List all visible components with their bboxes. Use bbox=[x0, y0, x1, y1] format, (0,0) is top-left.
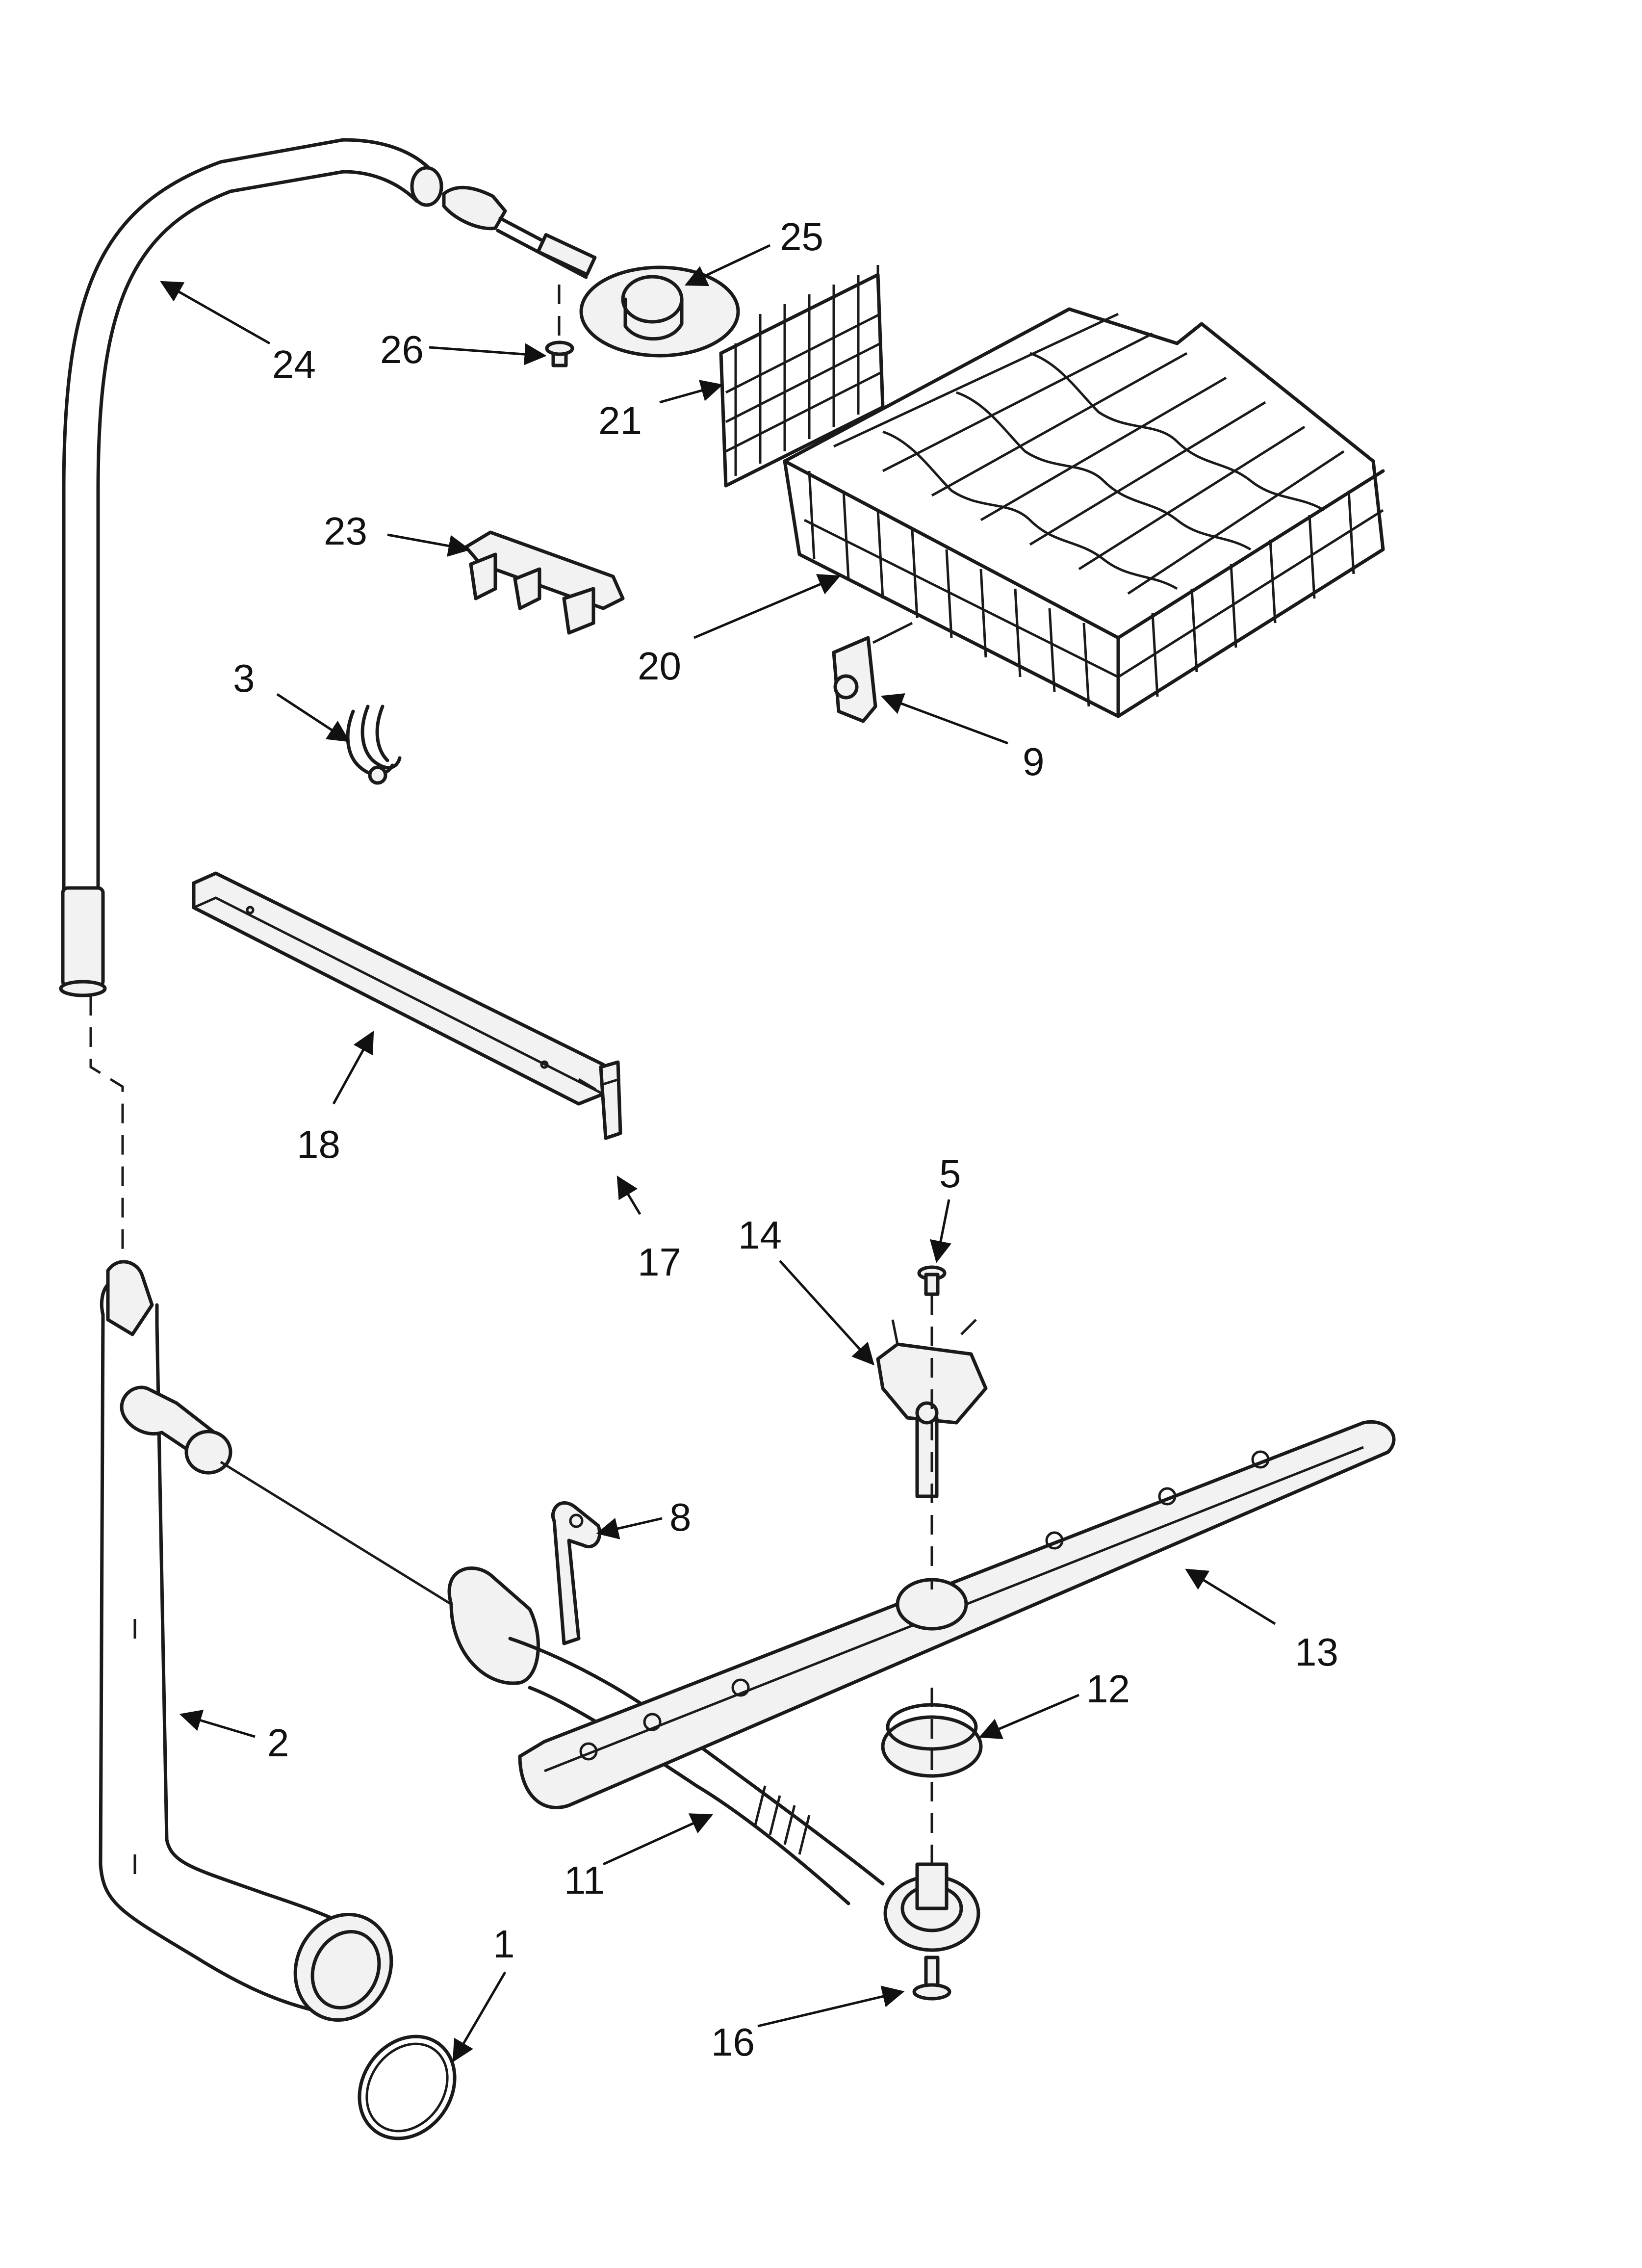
callout-12: 12 bbox=[1086, 1667, 1130, 1711]
conduit-end-ring bbox=[59, 980, 107, 997]
leader-13 bbox=[1185, 1568, 1276, 1625]
part-14-hub bbox=[876, 1319, 988, 1498]
leader-3 bbox=[276, 693, 350, 742]
leader-11 bbox=[602, 1813, 714, 1866]
conduit-end bbox=[410, 166, 443, 207]
leader-26 bbox=[429, 343, 547, 365]
callout-23: 23 bbox=[324, 509, 367, 553]
leader-12 bbox=[978, 1694, 1079, 1739]
leader-14 bbox=[779, 1260, 875, 1366]
part-18-rack-rail bbox=[192, 871, 605, 1106]
leader-5 bbox=[929, 1199, 952, 1263]
callout-21: 21 bbox=[598, 399, 642, 443]
part-13-spray-arm bbox=[518, 1420, 1396, 1809]
part-1-o-ring bbox=[358, 2034, 457, 2140]
part-26-screw bbox=[545, 340, 574, 367]
leader-9 bbox=[880, 693, 1008, 745]
part-24-conduit bbox=[59, 138, 443, 997]
part-25-spray-head bbox=[442, 185, 740, 358]
callout-14: 14 bbox=[738, 1213, 782, 1257]
callout-17: 17 bbox=[638, 1240, 681, 1284]
leader-18 bbox=[332, 1031, 374, 1105]
leader-17 bbox=[616, 1175, 641, 1215]
part-23-rail-stop bbox=[464, 530, 625, 635]
callout-26: 26 bbox=[380, 328, 424, 371]
leader-21 bbox=[659, 380, 723, 404]
leader-16 bbox=[757, 1985, 905, 2028]
leader-24 bbox=[160, 281, 271, 345]
callout-labels: 1 2 3 5 8 9 11 12 13 14 16 17 18 20 21 2… bbox=[233, 215, 1338, 2064]
callout-24: 24 bbox=[272, 342, 316, 386]
conduit-coupler bbox=[61, 886, 105, 988]
callout-1: 1 bbox=[493, 1922, 515, 1966]
leader-lines bbox=[160, 244, 1276, 2062]
callout-20: 20 bbox=[638, 644, 681, 688]
callout-9: 9 bbox=[1023, 740, 1045, 783]
leader-25 bbox=[684, 244, 771, 287]
callout-5: 5 bbox=[939, 1152, 961, 1196]
leader-2 bbox=[179, 1710, 256, 1738]
callout-3: 3 bbox=[233, 656, 255, 700]
callout-13: 13 bbox=[1295, 1630, 1338, 1674]
part-20-dishrack bbox=[783, 307, 1385, 718]
connection-line-24-2 bbox=[89, 996, 124, 1266]
part-2-supply-tube bbox=[99, 1260, 393, 2022]
part-9-rack-clip bbox=[832, 622, 913, 723]
part-11-manifold bbox=[447, 1566, 980, 1952]
callout-8: 8 bbox=[669, 1495, 692, 1539]
leader-23 bbox=[387, 533, 471, 557]
part-8-bracket bbox=[551, 1501, 602, 1645]
leader-8 bbox=[596, 1517, 663, 1539]
leader-20 bbox=[693, 574, 841, 639]
leader-1 bbox=[452, 1971, 507, 2062]
callout-2: 2 bbox=[267, 1721, 289, 1765]
callout-11: 11 bbox=[564, 1858, 605, 1902]
connection-line-2-11 bbox=[220, 1460, 452, 1606]
part-16-screw bbox=[912, 1955, 951, 2001]
part-17-rail-clip bbox=[599, 1060, 622, 1140]
callout-16: 16 bbox=[711, 2020, 755, 2064]
part-3-wire-clip bbox=[346, 704, 402, 785]
part-5-screw bbox=[917, 1265, 947, 1296]
clip-17-alignment bbox=[578, 1078, 604, 1095]
callout-25: 25 bbox=[780, 215, 823, 259]
callout-18: 18 bbox=[297, 1122, 340, 1166]
